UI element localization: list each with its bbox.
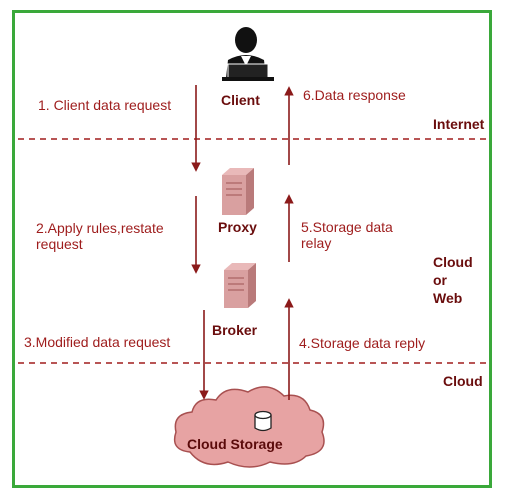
broker-server-icon (224, 263, 256, 308)
cloud-storage-shape (173, 386, 325, 468)
user-icon (222, 27, 274, 81)
cloud-storage-label: Cloud Storage (187, 436, 283, 452)
client-label: Client (221, 92, 260, 108)
step-6-label: 6.Data response (303, 87, 406, 103)
zone-cloud-or-web-line1: Cloud (433, 254, 473, 270)
zone-cloud-or-web-line3: Web (433, 290, 463, 306)
step-2-label-line2: request (36, 236, 83, 252)
step-4-label: 4.Storage data reply (299, 335, 426, 351)
proxy-server-icon (222, 168, 254, 215)
broker-label: Broker (212, 322, 258, 338)
zone-cloud-label: Cloud (443, 373, 483, 389)
proxy-label: Proxy (218, 219, 257, 235)
database-icon (254, 410, 272, 432)
zone-internet-label: Internet (433, 116, 485, 132)
zone-cloud-or-web-line2: or (433, 272, 447, 288)
step-1-label: 1. Client data request (38, 97, 172, 113)
step-5-label-line1: 5.Storage data (301, 219, 393, 235)
step-3-label: 3.Modified data request (24, 334, 171, 350)
step-2-label-line1: 2.Apply rules,restate (36, 220, 164, 236)
step-5-label-line2: relay (301, 235, 332, 251)
